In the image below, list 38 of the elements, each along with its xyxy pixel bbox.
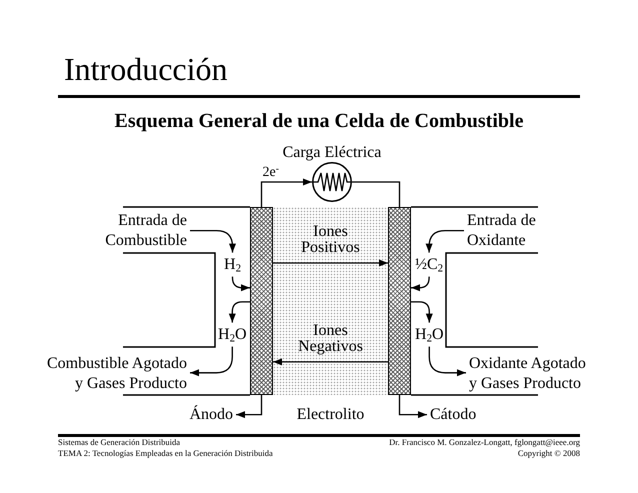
part-label: Electrolito [296, 406, 364, 424]
outlet-label: Oxidante Agotado y Gases Producto [469, 354, 593, 394]
outlet-label: Combustible Agotado y Gases Producto [41, 354, 187, 394]
edge-label: 2e$^{-}$ [262, 166, 279, 180]
footer-text: TEMA 2: Tecnologías Empleadas en la Generación Distribuida [58, 448, 273, 459]
ion-flow-arrow [273, 260, 388, 266]
flow-arrow [426, 230, 464, 253]
edge-label: Iones Positivos [301, 224, 360, 256]
edge-label: Iones Negativos [298, 322, 363, 355]
flow-arrow [411, 301, 433, 323]
footer-text: Sistemas de Generación Distribuida [58, 437, 180, 448]
leader-arrow [398, 395, 427, 418]
inlet-label: Entrada de Combustible [101, 210, 187, 251]
cathode-plate [388, 207, 411, 395]
inlet-label: Entrada de Oxidante [467, 210, 542, 251]
leader-arrow [236, 395, 262, 418]
formula-label: H$_{2}$O [218, 326, 247, 344]
load-label: Carga Eléctrica [282, 144, 382, 162]
resistor-symbol [312, 162, 352, 202]
electrode-label: Ánodo [189, 406, 233, 424]
footer-text: Dr. Francisco M. Gonzalez-Longatt, fglongatt@ieee.org [389, 437, 580, 448]
slide-heading: Introducción [64, 51, 228, 87]
wire [352, 181, 400, 207]
electrode-label: Cátodo [430, 406, 476, 424]
flow-arrow [228, 301, 250, 323]
diagram-title: Esquema General de una Celda de Combustible [114, 109, 524, 133]
ion-flow-arrow [273, 358, 388, 366]
anode-plate [250, 207, 273, 395]
flow-arrow [411, 276, 430, 292]
formula-label: H$_{2}$ [224, 256, 241, 274]
flow-arrow [232, 276, 250, 292]
flow-arrow [428, 346, 466, 376]
formula-label: H$_{2}$O [415, 326, 444, 344]
formula-label: ½C$_{2}$ [415, 256, 444, 274]
wire-arrow [260, 178, 312, 207]
flow-arrow [190, 346, 233, 376]
footer-text: Copyright © 2008 [518, 448, 580, 459]
flow-arrow [190, 230, 236, 253]
